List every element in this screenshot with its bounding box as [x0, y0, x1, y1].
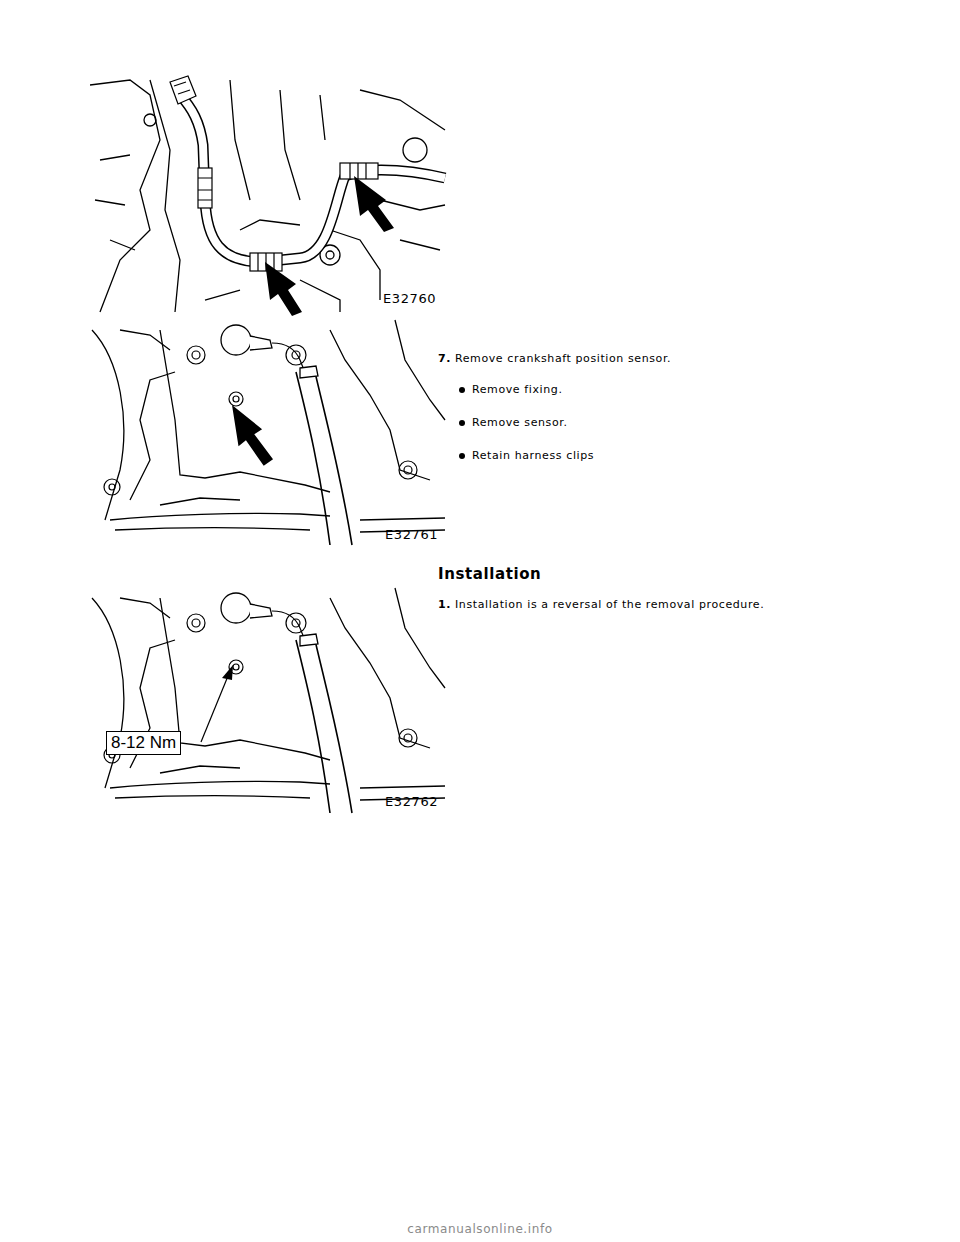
- figure-code: E32761: [385, 527, 438, 542]
- step-text: Installation is a reversal of the remova…: [455, 598, 764, 611]
- bullet-text: Remove sensor.: [472, 416, 567, 429]
- step-number: 1.: [438, 598, 451, 611]
- torque-value: 8-12 Nm: [111, 733, 176, 753]
- section-heading: Installation: [438, 565, 541, 583]
- watermark: carmanualsonline.info: [407, 1222, 552, 1236]
- figure-code: E32760: [383, 291, 436, 306]
- step-text: Remove crankshaft position sensor.: [455, 352, 671, 365]
- bullet-text: Retain harness clips: [472, 449, 594, 462]
- step-number: 7.: [438, 352, 451, 365]
- torque-callout: 8-12 Nm: [106, 731, 181, 755]
- bullet-text: Remove fixing.: [472, 383, 562, 396]
- figure-code: E32762: [385, 794, 438, 809]
